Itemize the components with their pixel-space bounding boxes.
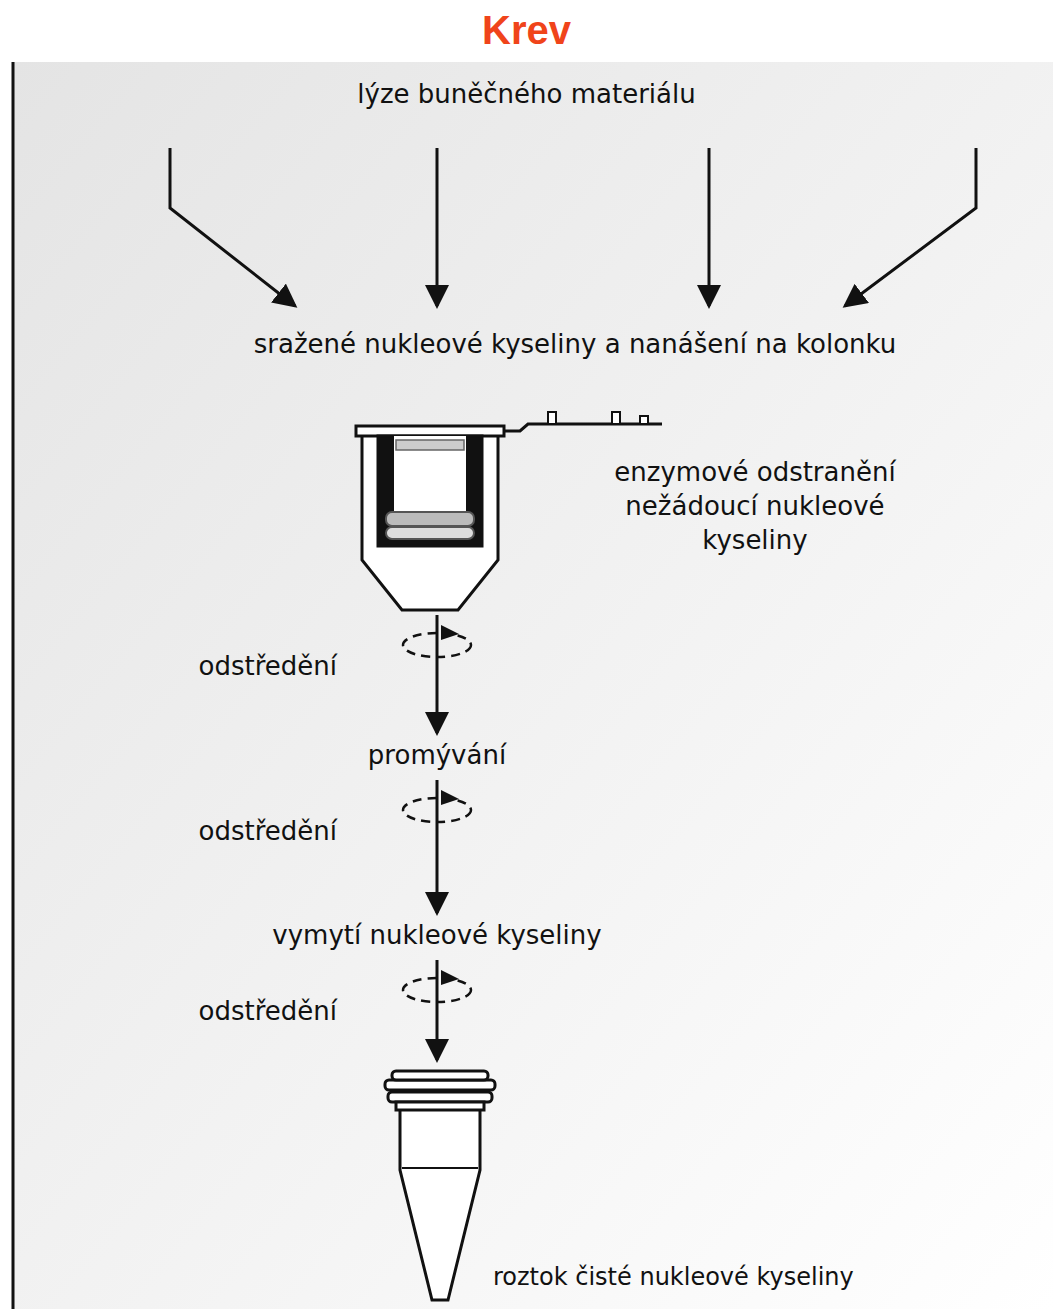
step-text: lýze buněčného materiálu	[0, 72, 1053, 148]
flow-arrow	[845, 148, 976, 306]
step-label: roztok čisté nukleové kyseliny	[493, 1262, 1049, 1293]
flow-arrow	[403, 780, 471, 913]
column-step: enzymové odstranění nežádoucí nukleové k…	[350, 412, 1010, 615]
step-text: sražené nukleové kyseliny a nanášení na …	[200, 308, 950, 404]
step-label: vymytí nukleové kyseliny	[137, 919, 737, 953]
edge-label: odstředění	[199, 816, 337, 847]
edge-label: odstředění	[199, 996, 337, 1027]
flow-arrow	[170, 148, 295, 306]
flow-arrow	[403, 960, 471, 1060]
step-label: lýze buněčného materiálu	[0, 78, 1053, 112]
microtube	[385, 1071, 495, 1300]
tube-step: roztok čisté nukleové kyseliny	[375, 1062, 1051, 1306]
step-text: promývání	[287, 735, 587, 780]
flow-arrow	[437, 148, 438, 306]
step-label: sražené nukleové kyseliny a nanášení na …	[200, 328, 950, 362]
step-label: promývání	[287, 739, 587, 773]
edge-label: odstředění	[199, 651, 337, 682]
diagram-title: Krev	[0, 8, 1053, 53]
spin-column	[356, 412, 662, 610]
step-text: vymytí nukleové kyseliny	[137, 915, 737, 960]
step-label: enzymové odstranění nežádoucí nukleové k…	[590, 456, 920, 557]
flow-arrow	[403, 615, 471, 733]
flow-arrow	[709, 148, 710, 306]
